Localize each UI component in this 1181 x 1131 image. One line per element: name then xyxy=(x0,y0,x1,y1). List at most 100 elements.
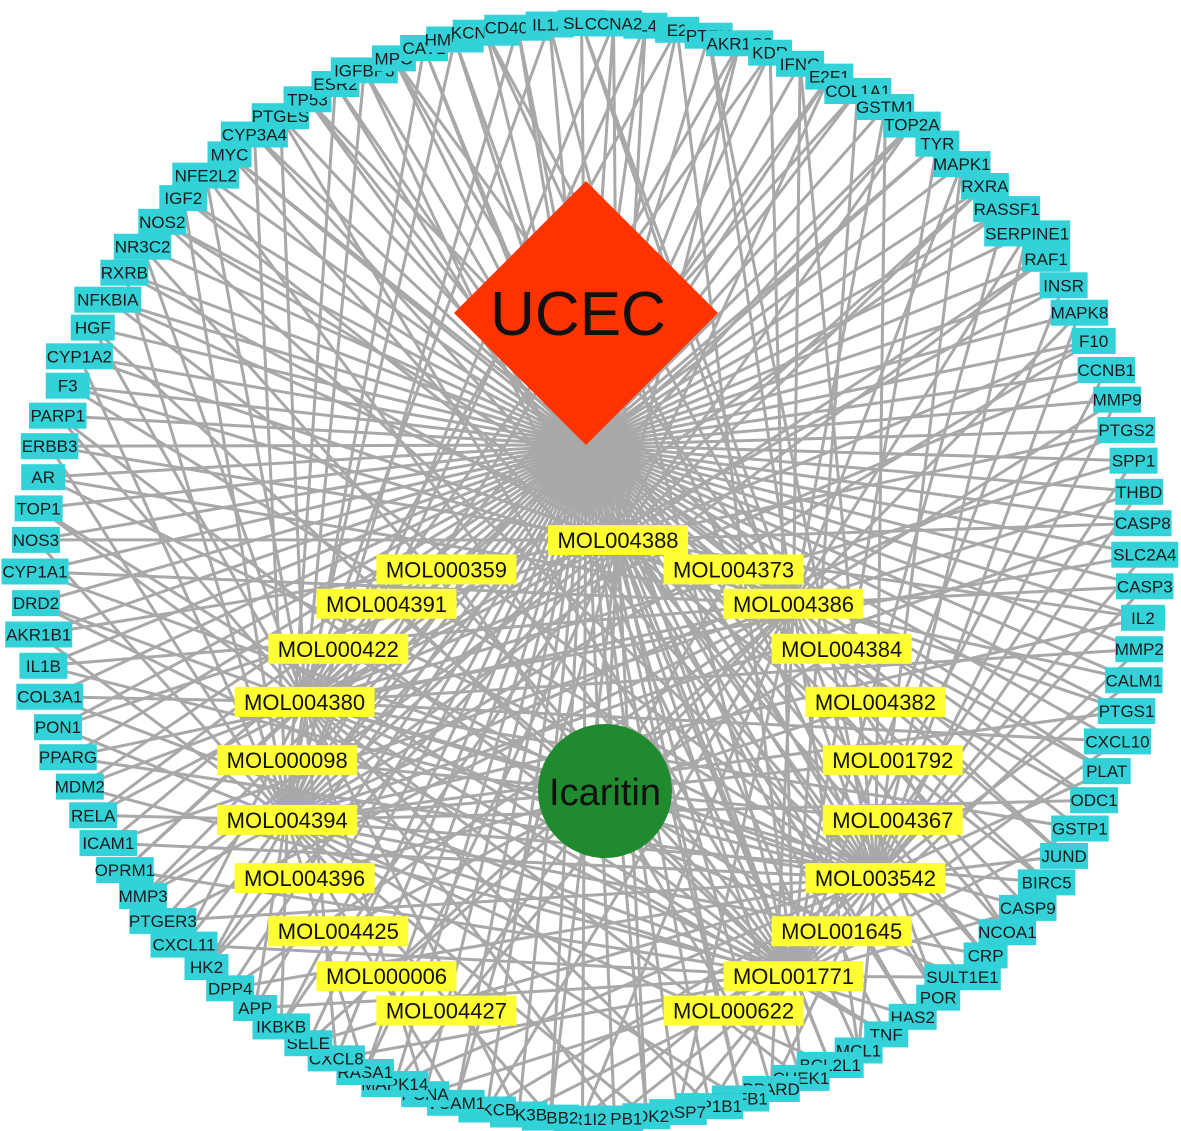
edge xyxy=(792,602,1108,773)
molecule-node-mol004382[interactable]: MOL004382 xyxy=(805,686,946,717)
target-node-igf2[interactable]: IGF2 xyxy=(159,185,208,212)
target-node-raf1[interactable]: RAF1 xyxy=(1022,245,1071,272)
molecule-node-mol000422[interactable]: MOL000422 xyxy=(268,633,409,664)
molecule-node-mol001792[interactable]: MOL001792 xyxy=(822,745,963,776)
target-node-cxcl10[interactable]: CXCL10 xyxy=(1084,728,1151,755)
target-node-mmp9[interactable]: MMP9 xyxy=(1093,386,1142,413)
target-node-mapk1[interactable]: MAPK1 xyxy=(933,151,991,178)
target-node-spp1[interactable]: SPP1 xyxy=(1109,447,1158,474)
target-node-ptgs1[interactable]: PTGS1 xyxy=(1097,698,1156,725)
target-node-drd2[interactable]: DRD2 xyxy=(12,590,60,617)
molecule-node-mol000098[interactable]: MOL000098 xyxy=(217,745,358,776)
target-box xyxy=(14,495,63,522)
target-node-casp3[interactable]: CASP3 xyxy=(1116,573,1174,600)
target-node-il1b[interactable]: IL1B xyxy=(19,652,68,679)
molecule-node-mol004384[interactable]: MOL004384 xyxy=(771,633,912,664)
target-node-ncoa1[interactable]: NCOA1 xyxy=(978,919,1037,946)
molecule-node-mol004386[interactable]: MOL004386 xyxy=(723,588,864,619)
target-node-cyp1a2[interactable]: CYP1A2 xyxy=(45,343,113,370)
target-node-hk2[interactable]: HK2 xyxy=(184,954,229,981)
target-node-oprm1[interactable]: OPRM1 xyxy=(95,857,155,884)
target-node-calm1[interactable]: CALM1 xyxy=(1105,667,1163,694)
edge xyxy=(106,298,877,880)
target-node-mapk8[interactable]: MAPK8 xyxy=(1051,299,1109,326)
target-node-top1[interactable]: TOP1 xyxy=(14,495,63,522)
target-node-rela[interactable]: RELA xyxy=(69,802,118,829)
molecule-node-mol000622[interactable]: MOL000622 xyxy=(663,995,804,1026)
target-node-rasa1[interactable]: RASA1 xyxy=(336,1059,394,1085)
target-node-nos2[interactable]: NOS2 xyxy=(138,208,187,235)
molecule-node-mol004394[interactable]: MOL004394 xyxy=(217,804,358,835)
target-node-serpine1[interactable]: SERPINE1 xyxy=(984,220,1071,247)
edge xyxy=(141,245,795,978)
target-node-parp1[interactable]: PARP1 xyxy=(29,402,87,429)
target-box xyxy=(1097,698,1156,725)
molecule-node-mol004367[interactable]: MOL004367 xyxy=(822,804,963,835)
target-node-insr[interactable]: INSR xyxy=(1039,272,1088,299)
target-node-ccnb1[interactable]: CCNB1 xyxy=(1077,357,1135,383)
molecule-box xyxy=(723,961,864,992)
target-node-cxcl11[interactable]: CXCL11 xyxy=(150,931,218,958)
target-node-thbd[interactable]: THBD xyxy=(1115,478,1164,505)
target-box xyxy=(960,173,1009,199)
target-box xyxy=(584,10,643,37)
target-node-casp9[interactable]: CASP9 xyxy=(999,894,1057,921)
molecule-node-mol004391[interactable]: MOL004391 xyxy=(316,588,457,619)
target-node-gstp1[interactable]: GSTP1 xyxy=(1051,815,1109,842)
target-node-erbb3[interactable]: ERBB3 xyxy=(20,433,79,460)
target-label: CYP1A2 xyxy=(47,347,112,366)
target-node-odc1[interactable]: ODC1 xyxy=(1070,787,1119,814)
target-node-ar[interactable]: AR xyxy=(21,464,66,491)
target-node-cyp1a1[interactable]: CYP1A1 xyxy=(1,558,69,585)
molecule-node-mol004388[interactable]: MOL004388 xyxy=(548,525,688,555)
target-node-dpp4[interactable]: DPP4 xyxy=(206,975,255,1002)
molecule-node-mol004425[interactable]: MOL004425 xyxy=(268,916,409,947)
target-node-f10[interactable]: F10 xyxy=(1071,328,1116,354)
target-node-rassf1[interactable]: RASSF1 xyxy=(973,196,1041,223)
target-label: PON1 xyxy=(35,718,81,737)
molecule-node-mol001645[interactable]: MOL001645 xyxy=(771,916,912,947)
target-node-akr1b1[interactable]: AKR1B1 xyxy=(5,621,73,648)
molecule-node-mol001771[interactable]: MOL001771 xyxy=(723,961,864,992)
target-node-jund[interactable]: JUND xyxy=(1040,842,1089,869)
target-node-nfkbia[interactable]: NFKBIA xyxy=(74,286,142,313)
target-node-crp[interactable]: CRP xyxy=(963,942,1008,969)
target-node-hgf[interactable]: HGF xyxy=(70,314,115,341)
molecule-node-mol004396[interactable]: MOL004396 xyxy=(234,863,375,894)
target-node-mmp3[interactable]: MMP3 xyxy=(119,883,168,909)
target-node-rxra[interactable]: RXRA xyxy=(960,173,1009,199)
target-node-pparg[interactable]: PPARG xyxy=(39,744,97,771)
target-node-mmp2[interactable]: MMP2 xyxy=(1115,636,1164,663)
molecule-label: MOL001645 xyxy=(781,919,902,944)
target-node-mdm2[interactable]: MDM2 xyxy=(55,773,105,800)
molecule-node-mol000359[interactable]: MOL000359 xyxy=(376,554,517,585)
target-node-ptger3[interactable]: PTGER3 xyxy=(129,907,197,934)
compound-node[interactable] xyxy=(538,724,672,858)
target-node-app[interactable]: APP xyxy=(233,995,278,1021)
edge xyxy=(78,355,289,821)
edge xyxy=(874,399,1119,879)
target-node-nr3c2[interactable]: NR3C2 xyxy=(113,233,172,260)
edge xyxy=(798,63,877,879)
target-node-casp8[interactable]: CASP8 xyxy=(1114,510,1172,537)
target-node-nos3[interactable]: NOS3 xyxy=(11,526,60,553)
target-box xyxy=(973,196,1041,223)
target-node-f3[interactable]: F3 xyxy=(45,372,90,399)
disease-node[interactable] xyxy=(454,181,718,445)
molecule-node-mol004427[interactable]: MOL004427 xyxy=(376,995,517,1026)
target-node-pon1[interactable]: PON1 xyxy=(34,714,82,741)
molecule-node-mol004373[interactable]: MOL004373 xyxy=(663,554,804,585)
target-node-birc5[interactable]: BIRC5 xyxy=(1017,869,1076,896)
target-node-ikbkb[interactable]: IKBKB xyxy=(252,1013,311,1040)
molecule-node-mol003542[interactable]: MOL003542 xyxy=(805,863,946,894)
target-node-plat[interactable]: PLAT xyxy=(1082,758,1131,785)
target-node-ptgs2[interactable]: PTGS2 xyxy=(1097,417,1156,443)
target-node-icam1[interactable]: ICAM1 xyxy=(79,830,138,857)
target-node-col3a1[interactable]: COL3A1 xyxy=(16,683,84,710)
target-node-il2[interactable]: IL2 xyxy=(1121,604,1165,631)
molecule-node-mol004380[interactable]: MOL004380 xyxy=(234,686,375,717)
target-node-ccna2[interactable]: CCNA2 xyxy=(584,10,643,37)
target-node-rxrb[interactable]: RXRB xyxy=(100,259,149,286)
molecule-node-mol000006[interactable]: MOL000006 xyxy=(316,961,457,992)
target-node-slc2a4[interactable]: SLC2A4 xyxy=(1111,541,1179,568)
